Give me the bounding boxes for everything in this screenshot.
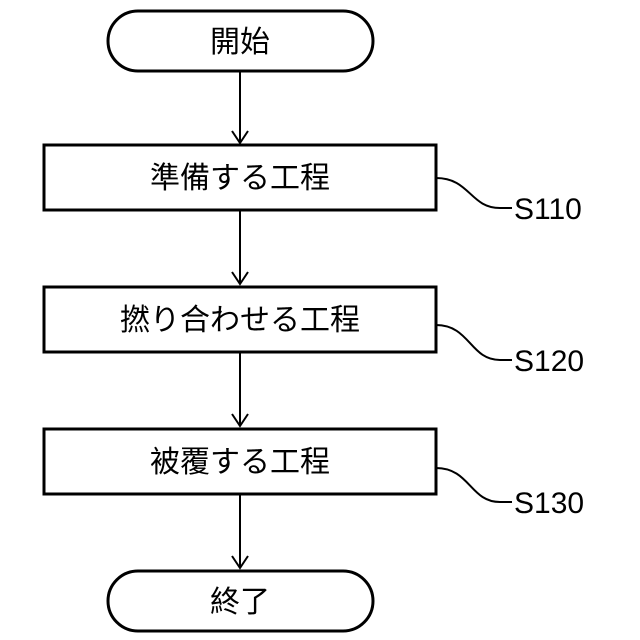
process-text-s120: 撚り合わせる工程 — [120, 303, 360, 338]
step-label-s110: S110 — [514, 193, 582, 226]
arrow-s120-to-s130 — [232, 352, 248, 426]
step-label-s130: S130 — [514, 487, 584, 520]
start-node: 開始 — [108, 11, 373, 71]
leader-line-s130 — [436, 468, 512, 502]
process-text-s130: 被覆する工程 — [150, 445, 330, 480]
process-text-s110: 準備する工程 — [150, 161, 330, 196]
process-step-s110: 準備する工程 S110 — [44, 145, 582, 226]
process-step-s120: 撚り合わせる工程 S120 — [44, 287, 584, 378]
end-label: 終了 — [210, 585, 270, 620]
arrow-start-to-s110 — [232, 71, 248, 143]
process-step-s130: 被覆する工程 S130 — [44, 429, 584, 520]
arrow-s110-to-s120 — [232, 210, 248, 284]
start-label: 開始 — [210, 25, 270, 60]
leader-line-s120 — [436, 325, 512, 360]
arrow-s130-to-end — [232, 494, 248, 568]
end-node: 終了 — [108, 571, 373, 631]
step-label-s120: S120 — [514, 345, 584, 378]
leader-line-s110 — [436, 178, 512, 208]
